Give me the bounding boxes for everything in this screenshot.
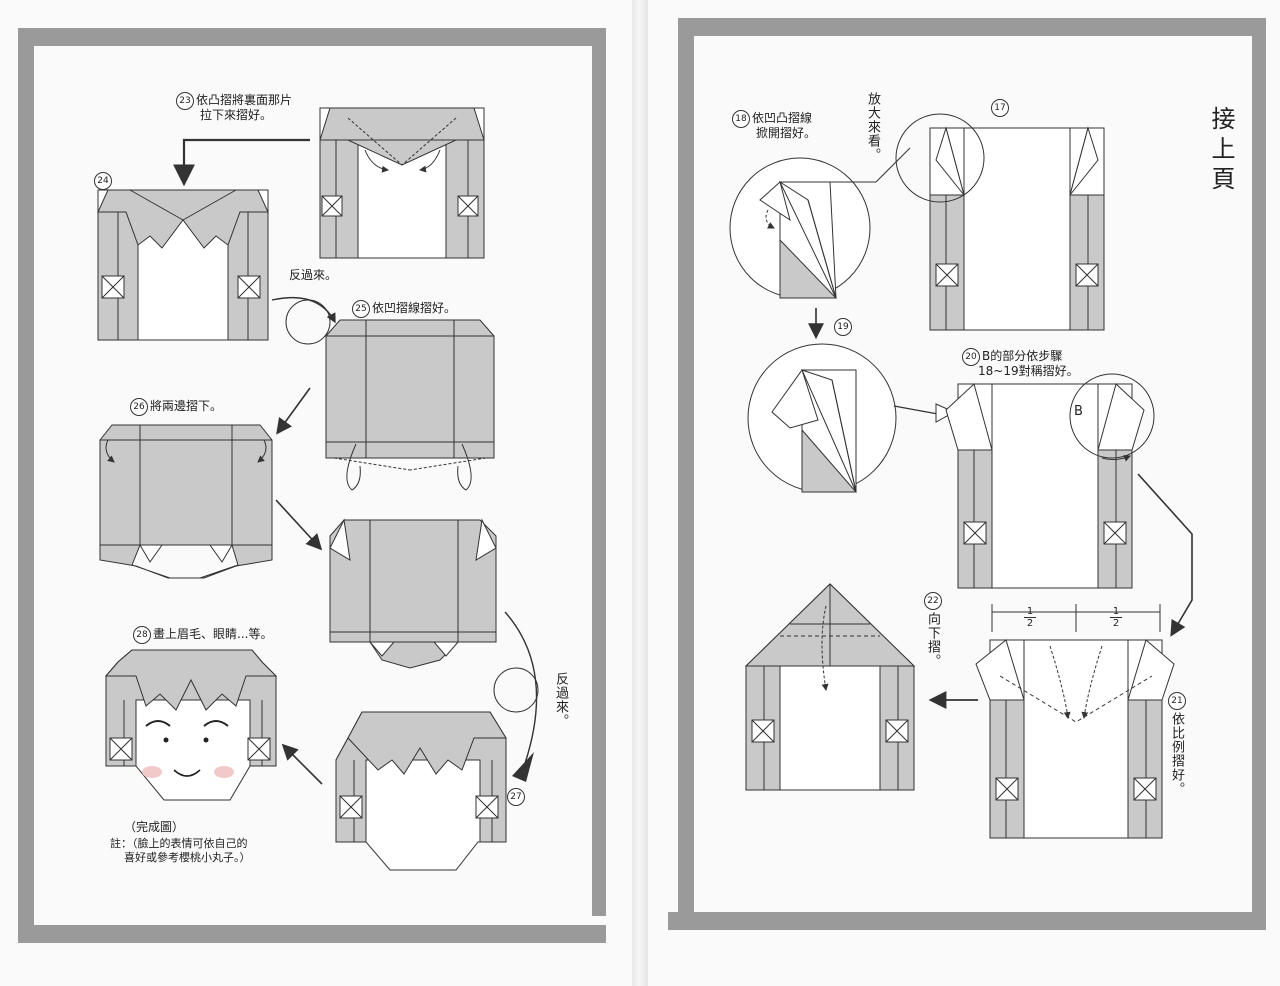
finished-caption: （完成圖） (124, 820, 185, 834)
step-20-number: 20 (962, 348, 980, 366)
step-25-diagram (325, 319, 495, 491)
turn-over-label-2: 反過來。 (553, 672, 568, 728)
step-24-number: 24 (94, 172, 112, 190)
finished-face-diagram (104, 649, 278, 801)
note-line-2: 喜好或參考櫻桃小丸子。） (124, 851, 251, 864)
step-21-text: 依比例摺好。 (1169, 712, 1184, 796)
step-26-diagram (99, 424, 273, 579)
step-26-text: 將兩邊摺下。 (150, 399, 223, 413)
step-26-number: 26 (130, 398, 148, 416)
fraction-left-num: 1 (1026, 606, 1034, 617)
step-25-number: 25 (352, 300, 370, 318)
fraction-right-num: 1 (1112, 606, 1120, 617)
left-cheek (142, 766, 162, 778)
left-border-bar-right (678, 36, 694, 912)
face-features (142, 720, 234, 778)
step-28-text: 畫上眉毛、眼睛...等。 (153, 627, 273, 641)
right-border-bar (592, 46, 606, 916)
right-cheek (214, 766, 234, 778)
step-22-diagram (744, 583, 916, 791)
step-23-diagram (319, 107, 485, 259)
bottom-border-bar (18, 925, 606, 943)
smile (173, 769, 201, 777)
step-20-text-2: 18~19對稱摺好。 (978, 364, 1079, 378)
step-20-text-1: B的部分依步驟 (982, 349, 1063, 363)
step-21-diagram (975, 604, 1175, 839)
fraction-right: 1 2 (1110, 606, 1122, 629)
fraction-left-den: 2 (1024, 617, 1036, 629)
step-17-number: 17 (991, 99, 1009, 117)
step-18-text-2: 掀開摺好。 (756, 126, 817, 140)
right-eyebrow (203, 720, 229, 727)
step-18-number: 18 (732, 110, 750, 128)
right-border-bar-right (1252, 36, 1266, 912)
step-18-text-1: 依凹凸摺線 (752, 111, 813, 125)
right-page-illustrations (729, 113, 1193, 839)
step-22-number: 22 (924, 592, 942, 610)
fraction-left: 1 2 (1024, 606, 1036, 629)
step-23-text-1: 依凸摺將裏面那片 (196, 93, 293, 107)
left-page-illustrations (97, 107, 539, 871)
step-21-number: 21 (1168, 692, 1186, 710)
turn-over-circle-2 (493, 667, 539, 713)
step-19-number: 19 (834, 318, 852, 336)
step-17-diagram (875, 113, 1105, 331)
note-line-1: 註：（臉上的表情可依自己的 (110, 837, 248, 850)
turn-over-label-1: 反過來。 (289, 268, 338, 282)
turn-over-circle (285, 299, 331, 345)
zoom-note: 放大來看。 (865, 92, 880, 162)
bottom-border-bar-right (668, 912, 1266, 930)
step-24-diagram (97, 189, 269, 341)
step-22-text: 向下摺。 (925, 612, 940, 668)
continued-heading: 接上頁 (1207, 106, 1235, 196)
step-20-diagram (945, 373, 1155, 589)
right-page: 接上頁 18 依凹凸摺線 掀開摺好。 放大來看。 17 19 20 B的部分依步… (640, 0, 1280, 986)
step-19-zoom-diagram (747, 343, 897, 493)
left-eye (163, 737, 169, 743)
left-page: 23 依凸摺將裏面那片 拉下來摺好。 24 反過來。 25 依凹摺線摺好。 26… (18, 28, 606, 943)
right-eye (203, 737, 209, 743)
step-27-diagram (335, 711, 507, 871)
step-23-text-2: 拉下來摺好。 (200, 108, 273, 122)
left-eyebrow (145, 720, 171, 727)
step-27-number: 27 (507, 788, 525, 806)
left-border-bar (18, 46, 34, 925)
step-25-text: 依凹摺線摺好。 (372, 301, 457, 315)
step-27-front-diagram (329, 518, 497, 669)
top-border-bar-right (678, 18, 1266, 36)
top-border-bar (18, 28, 606, 46)
book-gutter (632, 0, 648, 986)
step-23-number: 23 (176, 92, 194, 110)
fraction-right-den: 2 (1110, 617, 1122, 629)
step-18-zoom-diagram (729, 157, 876, 299)
step-28-number: 28 (133, 626, 151, 644)
label-b: B (1074, 404, 1083, 419)
